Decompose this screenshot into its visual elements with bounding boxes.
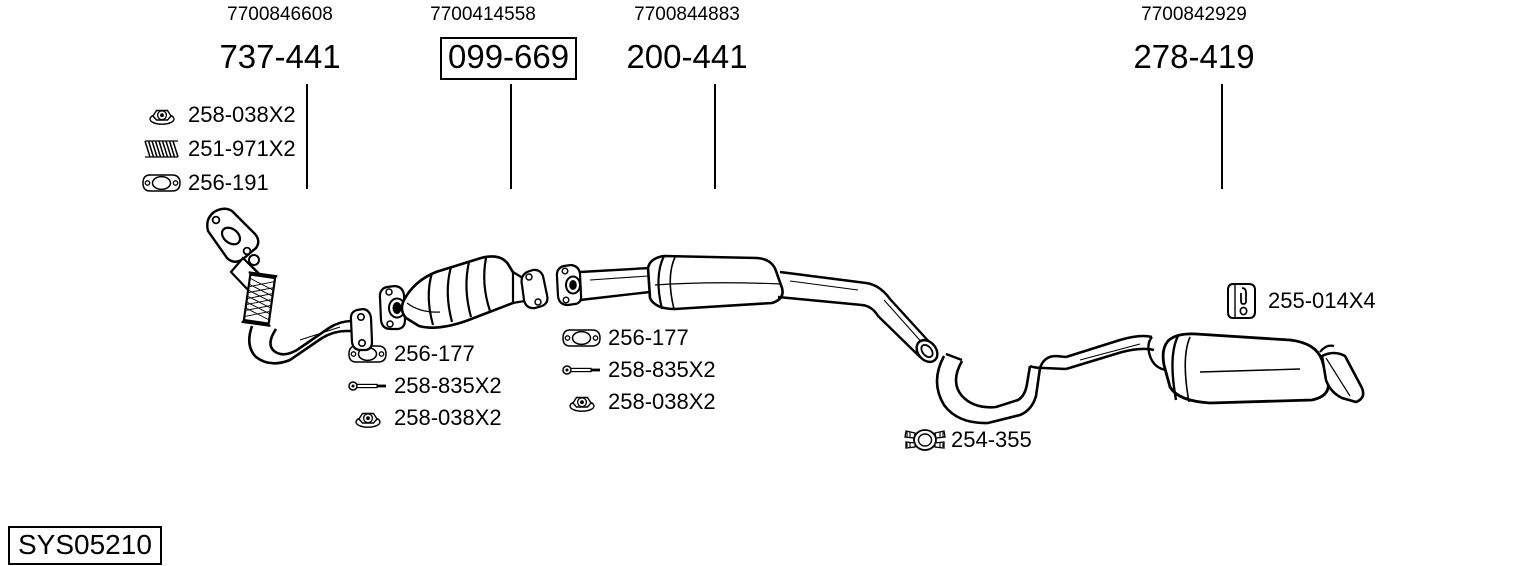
clamp-icon (904, 427, 946, 453)
oe-number-4: 7700842929 (1141, 4, 1247, 25)
hardware-row-front-3: 256-191 (142, 170, 269, 196)
hardware-row-front-2: 251-971X2 (142, 136, 296, 162)
hardware-label: 258-038X2 (608, 389, 716, 414)
part-number-3[interactable]: 200-441 (626, 38, 748, 75)
leader-line-1 (306, 84, 308, 189)
bolt-icon (562, 357, 602, 383)
nut-icon (348, 405, 388, 431)
hardware-row-clamp: 254-355 (904, 427, 1032, 453)
hardware-row-cat-1: 256-177 (348, 341, 475, 367)
hardware-label: 258-835X2 (394, 373, 502, 398)
oe-number-3: 7700844883 (634, 4, 740, 25)
front-pipe-part (206, 207, 374, 365)
hardware-row-front-1: 258-038X2 (142, 102, 296, 128)
hardware-row-center-2: 258-835X2 (562, 357, 716, 383)
spring-icon (142, 136, 182, 162)
nut-icon (142, 102, 182, 128)
oe-number-2: 7700414558 (430, 4, 536, 25)
leader-line-4 (1221, 84, 1223, 189)
hardware-label: 251-971X2 (188, 136, 296, 161)
part-number-1[interactable]: 737-441 (219, 38, 341, 75)
hardware-label: 256-191 (188, 170, 269, 195)
hardware-row-center-3: 258-038X2 (562, 389, 716, 415)
hardware-label: 258-038X2 (394, 405, 502, 430)
gasket-icon (562, 325, 602, 351)
hardware-label: 258-038X2 (188, 102, 296, 127)
part-number-4[interactable]: 278-419 (1133, 38, 1255, 75)
hardware-row-cat-2: 258-835X2 (348, 373, 502, 399)
hardware-label: 255-014X4 (1268, 288, 1376, 313)
system-code-badge[interactable]: SYS05210 (8, 526, 162, 566)
rubber-mount-icon (1222, 283, 1262, 319)
rear-silencer-part (935, 332, 1365, 425)
hardware-label: 256-177 (608, 325, 689, 350)
leader-line-2 (510, 84, 512, 189)
leader-line-3 (714, 84, 716, 189)
bolt-icon (348, 373, 388, 399)
middle-downpipe (861, 281, 939, 364)
hardware-label: 256-177 (394, 341, 475, 366)
part-number-2[interactable]: 099-669 (440, 37, 578, 80)
hardware-row-center-1: 256-177 (562, 325, 689, 351)
hardware-row-hanger: 255-014X4 (1222, 283, 1376, 319)
gasket-icon (142, 170, 182, 196)
oe-number-1: 7700846608 (227, 4, 333, 25)
catalytic-converter-part (378, 255, 549, 331)
center-silencer-part (555, 254, 867, 311)
nut-icon (562, 389, 602, 415)
hardware-label: 254-355 (951, 427, 1032, 452)
hardware-row-cat-3: 258-038X2 (348, 405, 502, 431)
hardware-label: 258-835X2 (608, 357, 716, 382)
